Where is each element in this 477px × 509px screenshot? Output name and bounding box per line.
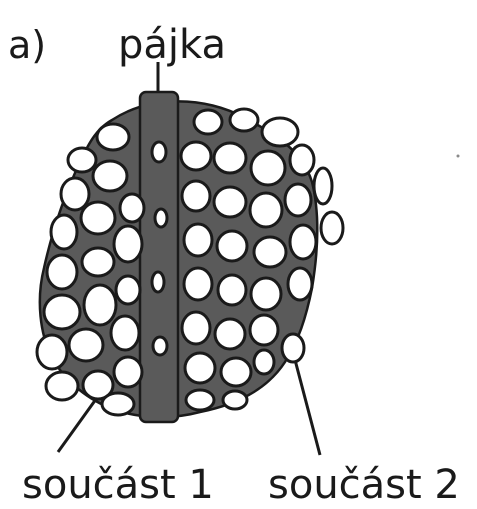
grain [114, 226, 142, 262]
grain [250, 193, 282, 227]
panel-label: a) [8, 23, 46, 67]
grain [116, 276, 140, 304]
grain [230, 109, 258, 131]
grain [82, 248, 114, 276]
grain [186, 390, 214, 410]
grain [251, 278, 281, 310]
grain [223, 391, 247, 409]
grain [111, 316, 139, 350]
grain [182, 312, 210, 344]
grain [221, 358, 251, 386]
grain [153, 337, 167, 355]
grain [185, 353, 215, 383]
grain [114, 357, 142, 387]
grain [254, 350, 274, 374]
grain [290, 225, 316, 259]
part1-label: součást 1 [22, 462, 214, 504]
grain [285, 184, 311, 216]
grain [314, 168, 332, 204]
grain [262, 118, 298, 146]
grain [69, 329, 103, 361]
solder-label: pájka [118, 22, 226, 68]
grain [282, 334, 304, 362]
speck [457, 155, 460, 158]
grain [44, 295, 80, 329]
grain [184, 224, 212, 256]
grain [194, 110, 222, 134]
grain [37, 335, 67, 369]
grain [46, 372, 78, 400]
grain [251, 151, 285, 185]
grain [68, 148, 96, 172]
grain [81, 202, 115, 234]
grain [184, 268, 212, 300]
part2-leader-line [294, 356, 320, 455]
grain [181, 142, 211, 170]
part2-label: součást 2 [268, 462, 460, 504]
grain [61, 178, 89, 210]
grain [290, 145, 314, 175]
grain [182, 181, 210, 211]
grain [155, 209, 167, 227]
grain [321, 212, 343, 244]
grain [51, 215, 77, 249]
grain [214, 143, 246, 173]
grain [97, 124, 129, 150]
grain [84, 285, 116, 325]
grain [152, 272, 164, 292]
grain [250, 315, 278, 345]
grain [214, 187, 246, 217]
grain [120, 194, 144, 222]
grain [47, 255, 77, 289]
grain [217, 231, 247, 261]
grain [152, 142, 166, 162]
grain [102, 393, 134, 415]
grain [215, 319, 245, 349]
grain [288, 268, 312, 300]
grain [93, 161, 127, 191]
grain [218, 275, 246, 305]
grain [254, 237, 286, 267]
